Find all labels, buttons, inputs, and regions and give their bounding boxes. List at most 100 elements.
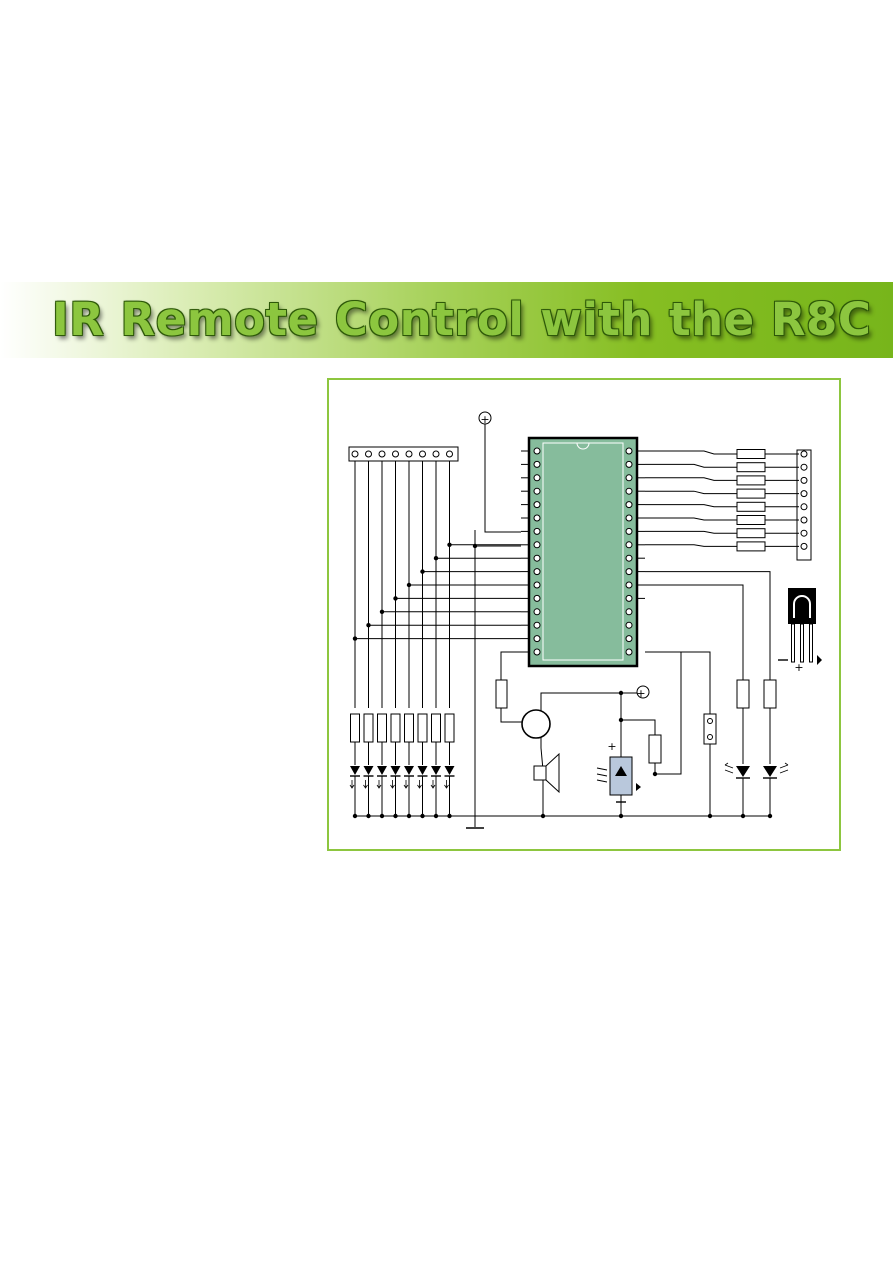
ic-pin-right [625, 594, 633, 602]
junction-dot [366, 623, 371, 628]
ic-pin-left [533, 474, 541, 482]
speaker-cone-icon [545, 752, 560, 794]
status-led-wire [645, 584, 744, 680]
junction-dot [393, 813, 398, 819]
ic-pin-left [533, 541, 541, 549]
ic-pin-right [625, 581, 633, 589]
led-diode [390, 766, 401, 775]
ic-inner-outline [542, 442, 624, 661]
title-banner [0, 282, 893, 358]
junction-dot [379, 813, 385, 819]
supply-symbol [478, 411, 492, 425]
base-resistor [495, 679, 508, 709]
status-led-resistor [763, 679, 777, 709]
output-connector-pin [800, 516, 808, 524]
light-rays-icon [596, 767, 608, 783]
junction-dot [618, 690, 624, 696]
status-led-diode [736, 766, 750, 777]
supply-symbol-right [636, 685, 650, 699]
ic-pin-left [533, 487, 541, 495]
ic-pin-right [625, 514, 633, 522]
output-connector-pin [800, 503, 808, 511]
ic-pin-left [533, 621, 541, 629]
ic-pin-right [625, 460, 633, 468]
output-wire [645, 490, 737, 495]
output-connector-pin [800, 490, 808, 498]
junction-dot [352, 813, 358, 819]
junction-dot [352, 636, 358, 641]
output-connector-pin [800, 529, 808, 537]
output-resistor [736, 462, 766, 473]
led-resistor [390, 713, 401, 743]
junction-dot [420, 813, 425, 819]
emit-arrows-icon [779, 762, 789, 774]
emit-arrows-icon [724, 762, 734, 774]
output-wire [645, 544, 737, 547]
output-connector [796, 449, 812, 561]
junction-dot [433, 556, 439, 561]
output-resistor [736, 501, 766, 512]
led-arrow-icon [430, 780, 436, 789]
output-connector-pin [800, 476, 808, 484]
sensor-diode [615, 766, 627, 776]
supply-plus-label-top: + [480, 413, 489, 426]
led-resistor [444, 713, 455, 743]
ic-pin-right [625, 527, 633, 535]
status-led-diode [763, 766, 777, 777]
sensor-load-resistor [648, 734, 662, 764]
schematic-frame: + + + + [327, 378, 841, 851]
junction-dot [447, 542, 452, 547]
ic-pin-right [625, 635, 633, 643]
circuit-schematic: + + + + [348, 411, 822, 829]
ic-pin-left [533, 581, 541, 589]
led-arrow-icon [444, 780, 449, 789]
output-resistor [736, 541, 766, 552]
header-pin [419, 450, 426, 458]
schematic-labels: + + + + [480, 413, 803, 753]
led-arrow-icon [417, 780, 422, 789]
junction-dot [447, 813, 452, 819]
header-pin [365, 450, 372, 458]
led-arrow-icon [390, 780, 395, 789]
supply-plus-label-right: + [636, 687, 645, 700]
junction-dot [740, 813, 746, 819]
jumper-wire [645, 651, 711, 714]
led-resistor [377, 713, 387, 743]
ic-pin-right [625, 541, 633, 549]
junction-dot [406, 813, 412, 819]
wire [621, 719, 656, 735]
output-wire [645, 463, 737, 468]
ic-pin-right [625, 487, 633, 495]
header-pin [432, 450, 440, 458]
ic-pin-left [533, 501, 541, 509]
output-resistor [736, 475, 766, 486]
sensor-plus-label: + [607, 740, 616, 753]
ic-pin-left [533, 648, 541, 656]
led-arrow-icon [403, 780, 409, 789]
led-diode [404, 766, 414, 775]
output-wire [645, 477, 737, 481]
ic-pin-left [533, 568, 541, 576]
led-diode [377, 766, 387, 775]
ic-pin-right [625, 474, 633, 482]
junction-dot [652, 771, 658, 777]
ic-pin-left [533, 460, 541, 468]
header-pin [351, 450, 359, 458]
header-pin [446, 450, 453, 458]
led-header-connector [348, 446, 459, 462]
led-arrow-icon [349, 780, 355, 789]
supply-wire [484, 424, 521, 533]
ir-receiver-lead [809, 623, 813, 663]
header-pin [405, 450, 413, 458]
status-led-wire [645, 571, 771, 680]
jumper-block [703, 713, 717, 745]
output-wire [645, 517, 737, 521]
ic-pin-right [625, 621, 633, 629]
wire [540, 737, 544, 771]
junction-dot [433, 813, 439, 819]
sensor-signal-wire [645, 651, 682, 775]
header-pin [392, 450, 399, 458]
header-pin [378, 450, 386, 458]
led-diode [417, 766, 428, 775]
led-arrow-icon [376, 780, 382, 789]
